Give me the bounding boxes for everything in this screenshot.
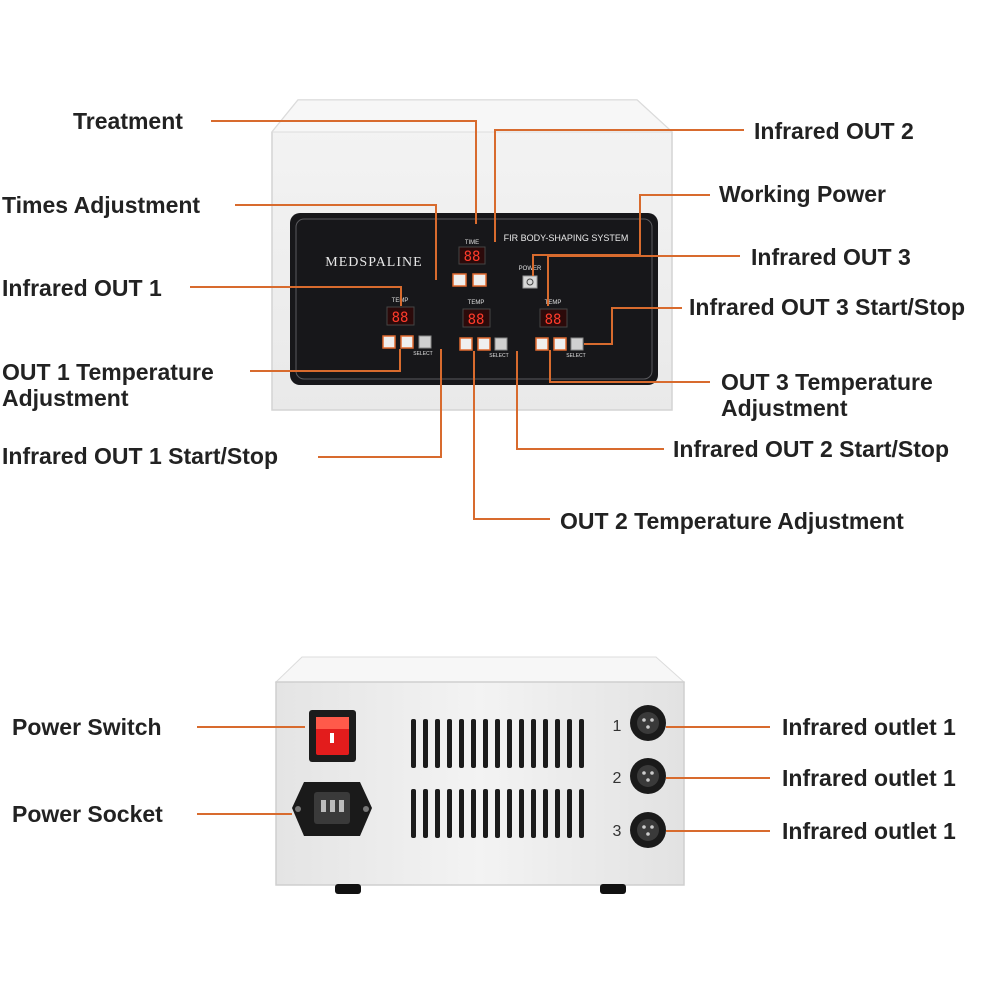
vent-slot (447, 789, 452, 838)
ventilation-slots (411, 719, 584, 838)
vent-slot (507, 719, 512, 768)
outlet-number-1: 1 (613, 718, 622, 735)
callout-infrared-out-3-start-stop: Infrared OUT 3 Start/Stop (689, 294, 966, 320)
callout-out2-temp-adjustment: OUT 2 Temperature Adjustment (560, 508, 904, 534)
callout-times-adjustment: Times Adjustment (2, 192, 201, 218)
vent-slot (411, 719, 416, 768)
power-button[interactable] (522, 275, 538, 289)
vent-slot (579, 719, 584, 768)
vent-slot (459, 789, 464, 838)
callout-treatment: Treatment (73, 108, 183, 134)
brand-text: MEDSPALINE (325, 255, 422, 270)
out2-temp-label: TEMP (468, 300, 485, 306)
out3-select-label: SELECT (566, 353, 585, 359)
vent-slot (519, 719, 524, 768)
out1-select-label: SELECT (413, 351, 432, 357)
vent-slot (435, 789, 440, 838)
foot-left (335, 884, 361, 894)
foot-right (600, 884, 626, 894)
vent-slot (555, 789, 560, 838)
out1-display-digits: 88 (392, 310, 409, 326)
vent-slot (411, 789, 416, 838)
out1-display (386, 306, 415, 326)
vent-slot (471, 719, 476, 768)
vent-slot (447, 719, 452, 768)
out1-start-stop-button[interactable] (418, 335, 432, 349)
callout-infrared-out-2-start-stop: Infrared OUT 2 Start/Stop (673, 436, 950, 462)
callout-infrared-out-1-start-stop: Infrared OUT 1 Start/Stop (2, 443, 279, 469)
out2-display (462, 308, 491, 328)
out1-temp-down-button[interactable] (382, 335, 396, 349)
power-label: POWER (519, 266, 542, 272)
out3-temp-up-button[interactable] (553, 337, 567, 351)
vent-slot (495, 789, 500, 838)
vent-slot (483, 789, 488, 838)
out2-display-digits: 88 (468, 312, 485, 328)
back-leader-lines (197, 726, 770, 832)
callout-infrared-outlet-2: Infrared outlet 1 (782, 765, 956, 791)
infrared-outlet-3[interactable] (630, 812, 666, 848)
vent-slot (567, 719, 572, 768)
infrared-outlet-1[interactable] (630, 705, 666, 741)
out3-display (539, 308, 568, 328)
callout-power-socket: Power Socket (12, 801, 163, 827)
vent-slot (543, 719, 548, 768)
front-leader-lines (190, 120, 744, 520)
callout-power-switch: Power Switch (12, 714, 162, 740)
callout-infrared-out-2: Infrared OUT 2 (754, 118, 914, 144)
callout-infrared-out-1: Infrared OUT 1 (2, 275, 162, 301)
time-display-digits: 88 (464, 249, 481, 265)
callout-infrared-out-3: Infrared OUT 3 (751, 244, 911, 270)
vent-slot (567, 789, 572, 838)
outlet-number-2: 2 (613, 770, 622, 787)
vent-slot (531, 789, 536, 838)
callout-infrared-outlet-3: Infrared outlet 1 (782, 818, 956, 844)
vent-slot (543, 789, 548, 838)
out2-start-stop-button[interactable] (494, 337, 508, 351)
vent-slot (495, 719, 500, 768)
time-down-button[interactable] (452, 273, 467, 287)
callout-working-power: Working Power (719, 181, 886, 207)
out3-temp-label: TEMP (545, 300, 562, 306)
vent-slot (519, 789, 524, 838)
out1-temp-up-button[interactable] (400, 335, 414, 349)
vent-slot (435, 719, 440, 768)
callout-out3-temp-adjustment: OUT 3 Temperature Adjustment (721, 369, 933, 421)
system-title-text: FIR BODY-SHAPING SYSTEM (504, 233, 629, 243)
vent-slot (423, 719, 428, 768)
time-label: TIME (465, 240, 479, 246)
back-device: 1 2 3 (274, 656, 686, 894)
callout-infrared-outlet-1: Infrared outlet 1 (782, 714, 956, 740)
callout-out1-temp-adjustment: OUT 1 Temperature Adjustment (2, 359, 214, 411)
vent-slot (459, 719, 464, 768)
out2-select-label: SELECT (489, 353, 508, 359)
infrared-outlet-2[interactable] (630, 758, 666, 794)
out2-temp-down-button[interactable] (459, 337, 473, 351)
outlet-number-3: 3 (613, 823, 622, 840)
vent-slot (579, 789, 584, 838)
out3-temp-down-button[interactable] (535, 337, 549, 351)
out2-temp-up-button[interactable] (477, 337, 491, 351)
vent-slot (507, 789, 512, 838)
time-up-button[interactable] (472, 273, 487, 287)
time-display (458, 246, 486, 265)
vent-slot (555, 719, 560, 768)
vent-slot (531, 719, 536, 768)
out3-display-digits: 88 (545, 312, 562, 328)
vent-slot (483, 719, 488, 768)
vent-slot (471, 789, 476, 838)
vent-slot (423, 789, 428, 838)
out3-start-stop-button[interactable] (570, 337, 584, 351)
